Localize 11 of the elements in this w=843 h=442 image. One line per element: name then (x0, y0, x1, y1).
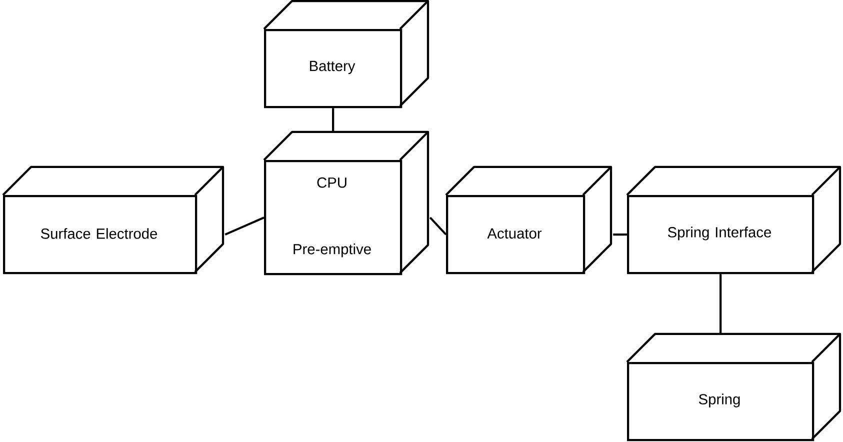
node-box: CPU Pre-emptive (263, 130, 430, 276)
connector-line (429, 216, 447, 236)
node-box: Surface Electrode (2, 166, 224, 274)
node-box: Spring Interface (626, 166, 842, 274)
node-box: Spring (626, 332, 842, 442)
connector-line (332, 108, 334, 132)
connector-line (224, 216, 264, 236)
node-box: Actuator (445, 166, 612, 274)
connector-line (720, 274, 722, 334)
connector-line (613, 234, 627, 236)
node-box: Battery (263, 0, 430, 108)
